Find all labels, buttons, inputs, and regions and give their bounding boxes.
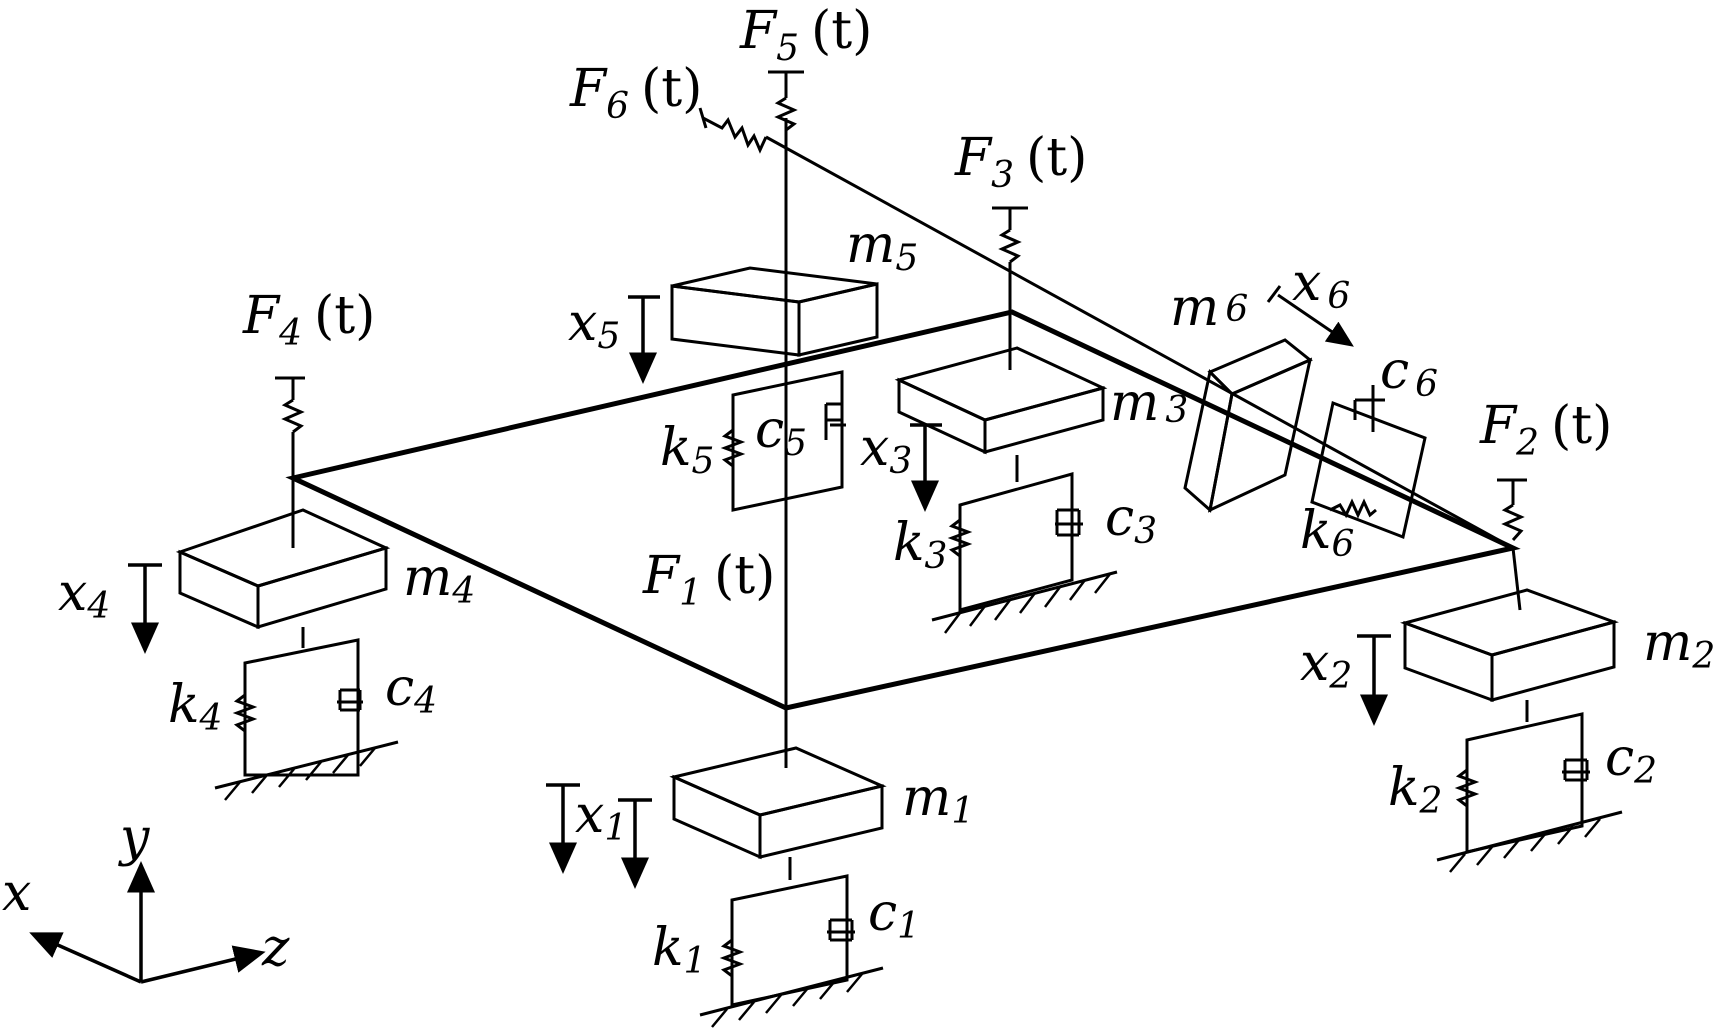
label-f2: F2(t)	[1479, 396, 1612, 464]
label-m5: m5	[846, 215, 918, 279]
coordinate-axes	[29, 861, 266, 984]
ground-1-hatch	[711, 973, 863, 1028]
label-m1: m1	[902, 768, 974, 832]
suspension-2	[1436, 700, 1623, 862]
suspension-6	[1310, 385, 1427, 540]
label-c3: c3	[1105, 488, 1157, 552]
label-f3: F3(t)	[954, 128, 1087, 196]
label-x5: x5	[568, 293, 620, 357]
label-x3: x3	[860, 418, 912, 482]
label-axis-y: y	[118, 808, 150, 868]
label-axis-z: z	[261, 918, 290, 978]
label-axis-x: x	[2, 863, 31, 923]
mass-m1	[669, 746, 887, 860]
label-k2: k2	[1388, 758, 1442, 822]
suspension-3	[931, 455, 1118, 622]
label-k4: k4	[168, 675, 222, 739]
suspension-4	[214, 627, 399, 790]
label-c4: c4	[385, 658, 437, 722]
mass-m6	[1183, 338, 1313, 513]
label-f5: F5(t)	[739, 1, 872, 69]
label-k5: k5	[660, 418, 714, 482]
label-m4: m4	[403, 548, 475, 612]
displacement-x6-arrow	[1277, 293, 1354, 347]
force-f2-spring	[1497, 478, 1527, 611]
ground-3-hatch	[944, 573, 1111, 634]
suspension-5	[720, 355, 846, 512]
label-f6: F6(t)	[569, 59, 702, 127]
suspension-1	[699, 857, 884, 1017]
label-x4: x4	[58, 563, 110, 627]
label-c2: c2	[1605, 728, 1657, 792]
displacement-x6-tick	[1266, 285, 1282, 303]
label-c1: c1	[868, 883, 920, 947]
mass-m4	[175, 508, 391, 630]
force-f4-spring	[275, 376, 305, 548]
label-x1: x1	[575, 785, 627, 849]
ground-4-hatch	[224, 747, 376, 801]
label-c5: c5	[755, 400, 807, 464]
mass-m2	[1400, 588, 1619, 703]
axis-z	[140, 945, 266, 984]
label-k1: k1	[652, 918, 706, 982]
label-m2: m2	[1643, 613, 1715, 677]
displacement-arrows	[128, 295, 1391, 889]
label-f4: F4(t)	[242, 286, 375, 354]
labels: F5(t) F6(t) F3(t) F4(t) F2(t) F1(t) m5 m…	[2, 1, 1715, 982]
label-k3: k3	[893, 513, 947, 577]
force-f5-spring	[768, 70, 804, 268]
label-k6: k6	[1300, 501, 1354, 565]
label-x2: x2	[1300, 633, 1352, 697]
force-f6-spring	[698, 107, 768, 154]
mass-m5	[670, 266, 879, 357]
ground-2-hatch	[1449, 818, 1601, 873]
diagonal-link	[765, 135, 1514, 550]
label-f1: F1(t)	[642, 546, 775, 614]
mass-m3	[894, 346, 1108, 455]
axis-x	[29, 932, 142, 984]
force-f3-spring	[992, 206, 1028, 370]
